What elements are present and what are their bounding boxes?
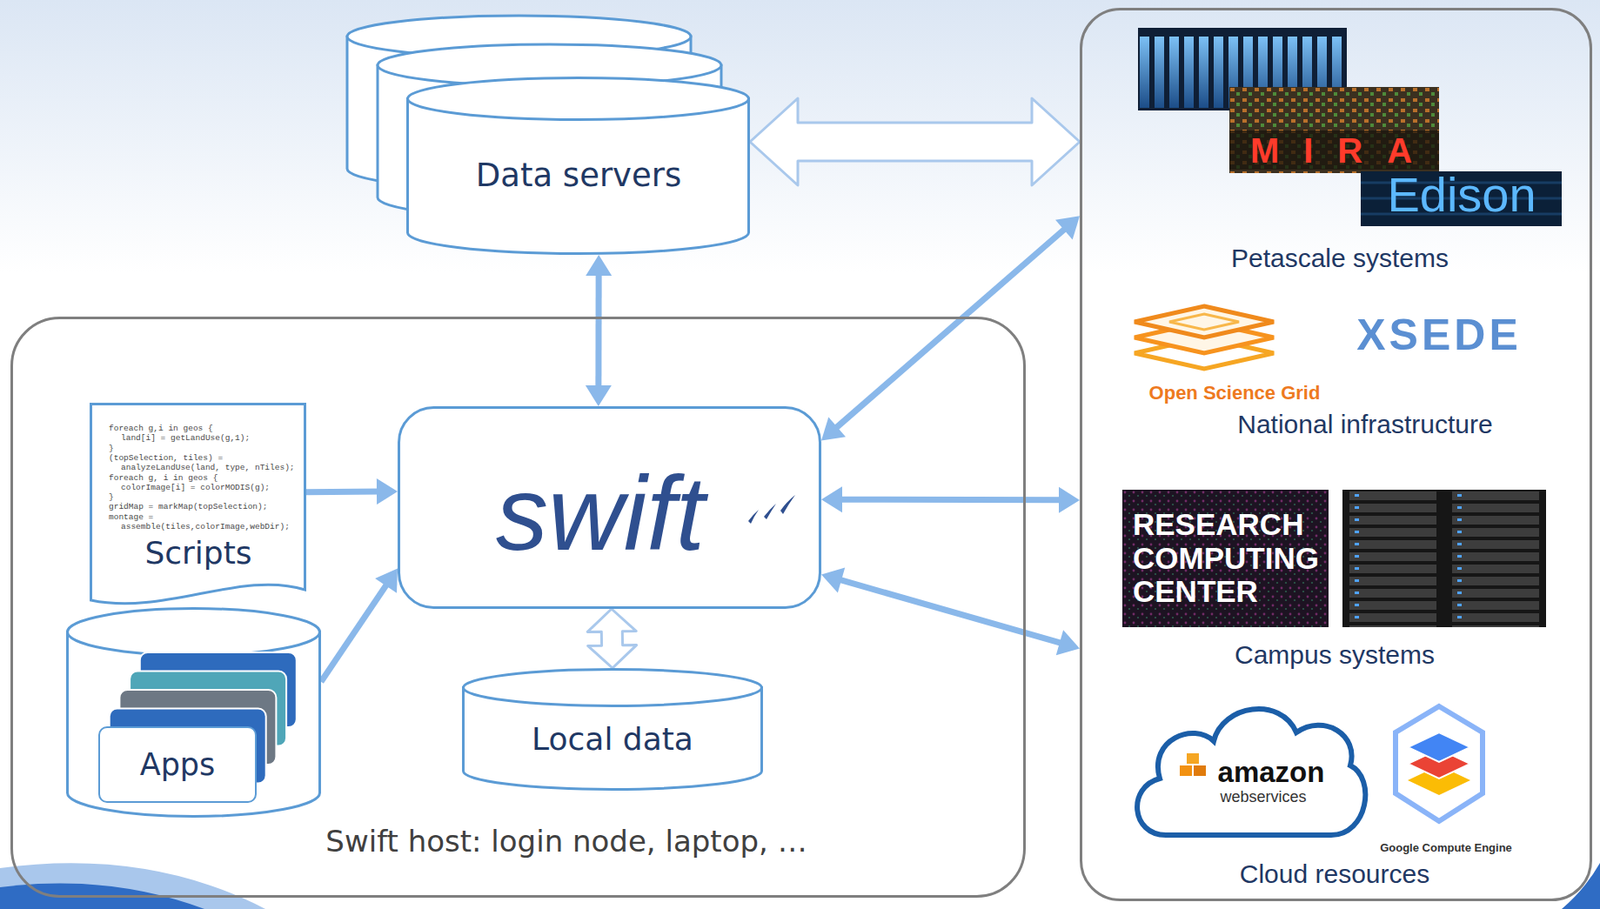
box-outline bbox=[12, 318, 1025, 898]
document-outline bbox=[91, 404, 306, 604]
aws-cube bbox=[1179, 765, 1192, 777]
resource-panel: MIRAEdisonPetascale systemsOpen Science … bbox=[1079, 7, 1593, 902]
connector-line bbox=[836, 579, 1064, 644]
connector-line bbox=[595, 271, 602, 390]
group-label: National infrastructure bbox=[1237, 409, 1493, 439]
code-line: land[i] = getLandUse(g,1); bbox=[120, 434, 250, 443]
server-rack-photo bbox=[1342, 489, 1547, 628]
corner-swoosh bbox=[0, 863, 266, 909]
connector-arrow bbox=[821, 486, 1080, 514]
data-server-cylinder: Data servers bbox=[406, 76, 750, 255]
code-line: colorImage[i] = colorMODIS(g); bbox=[120, 483, 270, 493]
block-arrow bbox=[749, 98, 1080, 186]
connector-arrow bbox=[821, 215, 1080, 441]
campus-group: RESEARCH COMPUTING CENTER Campus systems bbox=[1123, 482, 1576, 675]
aws-cube bbox=[1186, 753, 1199, 764]
group-label: Campus systems bbox=[1234, 640, 1435, 670]
connector-arrow bbox=[821, 568, 1080, 657]
code-line: montage = bbox=[108, 513, 154, 523]
aws-cube bbox=[1193, 765, 1206, 777]
script-document: foreach g,i in geos {land[i] = getLandUs… bbox=[89, 402, 307, 610]
node-label: Data servers bbox=[475, 158, 683, 195]
connector-arrow bbox=[321, 568, 398, 682]
box-outline bbox=[1081, 9, 1592, 901]
logo-text: amazon bbox=[1218, 756, 1326, 789]
arrow-head bbox=[376, 478, 398, 505]
arrow-head bbox=[821, 568, 845, 594]
photo-caption: MIRA bbox=[1225, 131, 1437, 170]
connector-line bbox=[833, 227, 1067, 430]
connector-line bbox=[306, 488, 382, 496]
swift-logo-text: swift bbox=[495, 455, 705, 571]
cylinder-top bbox=[463, 669, 763, 707]
arrow-head bbox=[821, 486, 843, 513]
node-label: Scripts bbox=[144, 535, 252, 571]
code-line: gridMap = markMap(topSelection); bbox=[108, 502, 268, 512]
osg-logo-layer bbox=[1134, 306, 1274, 338]
group-label: Cloud resources bbox=[1239, 859, 1430, 889]
cylinder-body bbox=[408, 99, 750, 255]
arrow-head bbox=[1058, 487, 1080, 514]
photo-caption: RESEARCH COMPUTING CENTER bbox=[1132, 508, 1332, 610]
photo-caption: Edison bbox=[1386, 167, 1536, 222]
connector-arrow bbox=[587, 609, 636, 669]
code-line: assemble(tiles,colorImage,webDir); bbox=[120, 522, 290, 532]
aws-cloud bbox=[1137, 709, 1366, 836]
petascale-group: MIRAEdisonPetascale systems bbox=[1123, 20, 1576, 282]
national-group: Open Science Grid XSEDE National infrastru… bbox=[1123, 295, 1576, 449]
logo-text: webservices bbox=[1219, 789, 1306, 807]
gce-logo-layer bbox=[1407, 732, 1471, 763]
host-caption: Swift host: login node, laptop, … bbox=[325, 825, 807, 858]
gce-logo-hexagon bbox=[1395, 706, 1483, 822]
connector-arrow bbox=[585, 254, 612, 407]
code-line: analyzeLandUse(land, type, nTiles); bbox=[120, 463, 295, 473]
logo-text: Google Compute Engine bbox=[1379, 842, 1513, 855]
code-line: } bbox=[108, 493, 114, 503]
code-line: foreach g,i in geos { bbox=[108, 424, 214, 434]
arrow-head bbox=[1056, 629, 1080, 656]
logo-text: XSEDE bbox=[1352, 311, 1522, 360]
node-label: Local data bbox=[531, 722, 694, 757]
connector-arrow bbox=[749, 98, 1080, 186]
swift-box: swift bbox=[397, 406, 822, 610]
swift-bird bbox=[748, 509, 759, 524]
swift-bird bbox=[763, 503, 777, 520]
node-label: Apps bbox=[140, 748, 216, 783]
osg-logo-layer bbox=[1169, 314, 1239, 330]
arrow-head bbox=[1055, 215, 1080, 240]
local-data-cylinder: Local data bbox=[461, 668, 764, 791]
cloud-group: amazonwebservicesGoogle Compute EngineCl… bbox=[1123, 691, 1576, 888]
block-arrow bbox=[587, 609, 636, 669]
box-outline bbox=[399, 408, 821, 609]
node-shape bbox=[66, 607, 322, 818]
apps-cylinder: Apps bbox=[66, 607, 322, 818]
swift-bird bbox=[780, 495, 796, 515]
code-line: foreach g, i in geos { bbox=[108, 474, 218, 483]
connector-arrow bbox=[306, 478, 398, 505]
host-box: Swift host: login node, laptop, … foreach… bbox=[10, 316, 1026, 898]
code-line: } bbox=[108, 444, 114, 454]
arrow-head bbox=[374, 568, 398, 593]
connector-line bbox=[321, 582, 389, 682]
arrow-head bbox=[585, 254, 612, 276]
arrow-head bbox=[585, 385, 612, 407]
code-line: (topSelection, tiles) = bbox=[108, 454, 223, 463]
logo-text: Open Science Grid bbox=[1149, 382, 1321, 404]
connector-line bbox=[837, 496, 1064, 504]
cylinder-top bbox=[408, 78, 750, 121]
arrow-head bbox=[821, 417, 846, 442]
app-card bbox=[99, 727, 256, 803]
group-label: Petascale systems bbox=[1231, 243, 1449, 273]
cylinder-body bbox=[67, 632, 321, 817]
cylinder-top bbox=[67, 609, 321, 657]
